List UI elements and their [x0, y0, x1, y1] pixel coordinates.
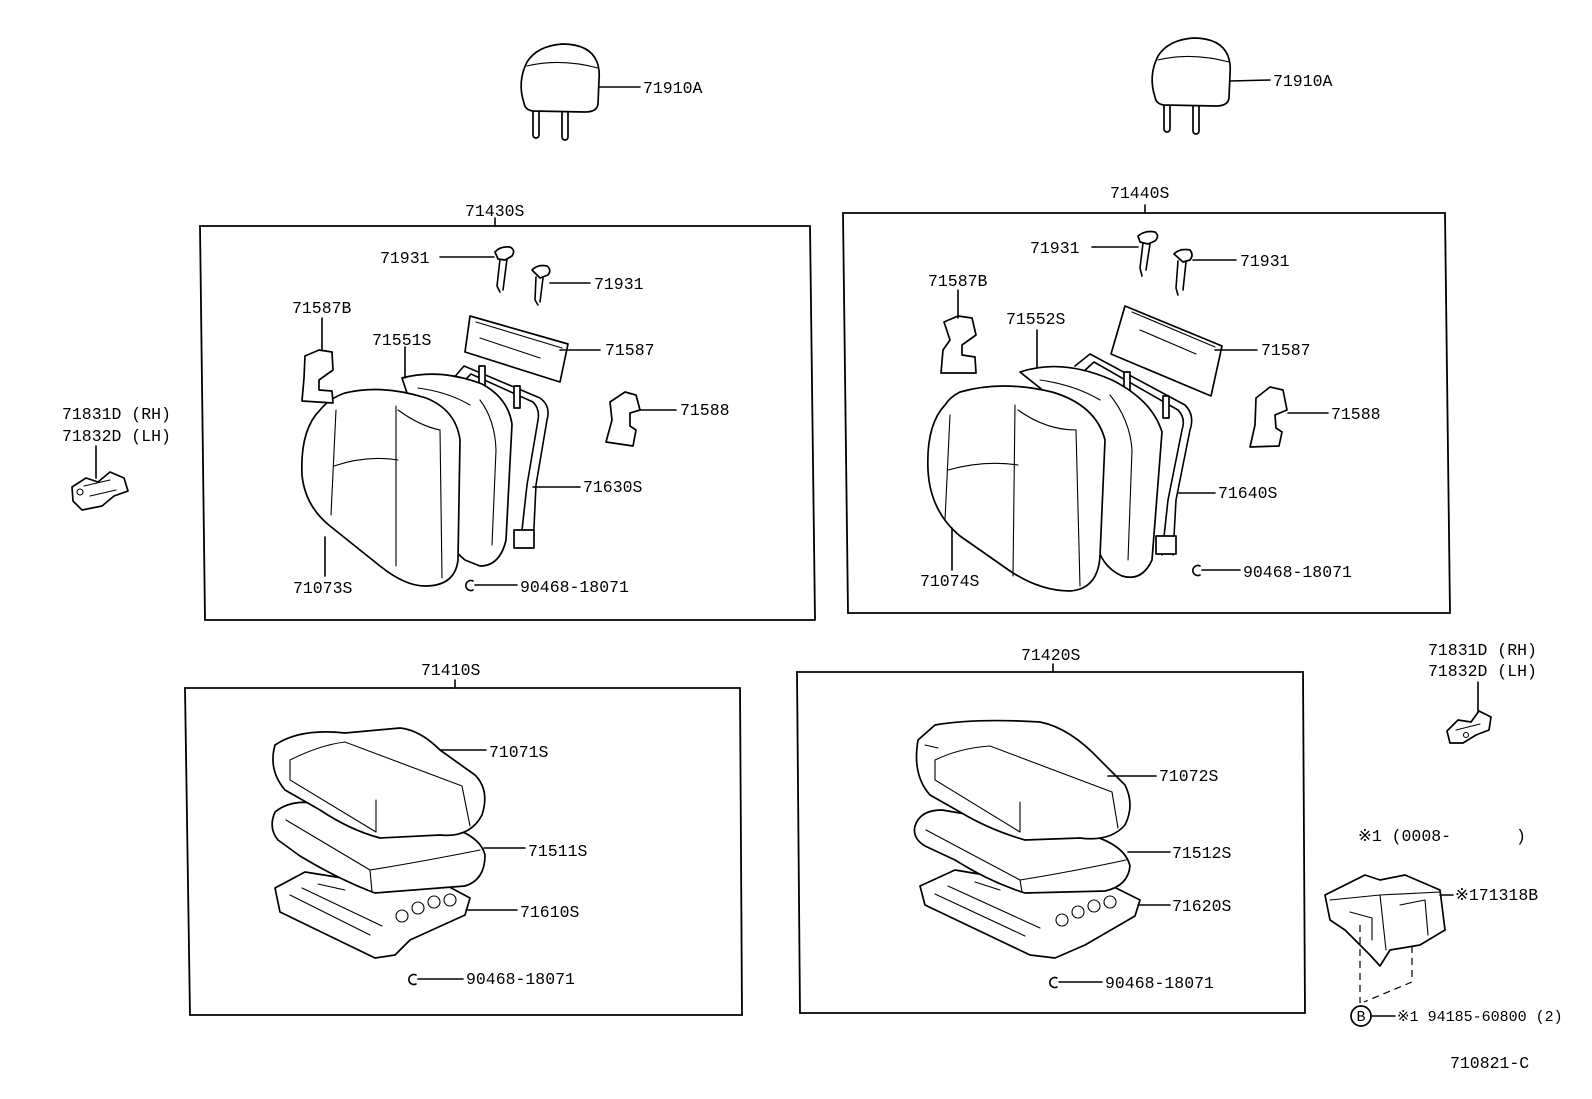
- headrest-guide-pin-right-upper: [1091, 230, 1159, 277]
- seatback-side-cover-left: [301, 317, 334, 404]
- headrest-right: [1151, 37, 1271, 135]
- bracket-part: [1324, 874, 1454, 1003]
- assembly-box-cushion-left: [184, 687, 743, 1016]
- hinge-cover-right: [1446, 681, 1492, 744]
- note-date-range-close: ): [1516, 827, 1526, 846]
- note-date-range: ※1 (0008-: [1358, 827, 1451, 846]
- hinge-cover-left: [71, 445, 129, 511]
- part-label-frame-right: 71640S: [1218, 484, 1278, 503]
- seatback-side-trim-right: [1249, 386, 1329, 448]
- seatback-left-parts: [300, 246, 677, 592]
- part-label-pin-upper-right: 71931: [1030, 239, 1080, 258]
- seatback-side-cover-right: [940, 289, 977, 374]
- part-label-cushion-frame-left: 71610S: [520, 903, 580, 922]
- seatback-right-parts: [926, 230, 1329, 592]
- hog-ring-cushion-right: [1049, 976, 1103, 989]
- assembly-box-seatback-right: [842, 212, 1451, 614]
- part-label-hog-ring-seatback-right: 90468-18071: [1243, 563, 1352, 582]
- hog-ring-seatback-right: [1192, 564, 1241, 577]
- part-label-headrest-left: 71910A: [643, 79, 703, 98]
- part-label-hinge-cover-right-rh: 71831D (RH): [1428, 641, 1537, 660]
- part-label-pin-lower-left: 71931: [594, 275, 644, 294]
- seatback-side-trim-left: [605, 391, 677, 447]
- hog-ring-cushion-left: [408, 973, 464, 986]
- part-label-cushion-cover-right: 71072S: [1159, 767, 1219, 786]
- part-label-board-left: 71587: [605, 341, 655, 360]
- part-label-cushion-cover-left: 71071S: [489, 743, 549, 762]
- headrest-guide-pin-left-upper: [439, 246, 515, 293]
- screw-reference: B: [1350, 1005, 1396, 1027]
- assembly-label-seatback-right: 71440S: [1110, 184, 1170, 203]
- part-label-board-right: 71587: [1261, 341, 1311, 360]
- headrest-guide-pin-right-lower: [1173, 248, 1237, 296]
- headrest-left: [520, 43, 641, 141]
- part-label-hog-ring-cushion-left: 90468-18071: [466, 970, 575, 989]
- part-label-side-cover-right: 71587B: [928, 272, 988, 291]
- part-label-hinge-cover-right-lh: 71832D (LH): [1428, 662, 1537, 681]
- part-label-pin-upper-left: 71931: [380, 249, 430, 268]
- cushion-cover-left: [272, 727, 487, 839]
- seatback-board-right: [1110, 305, 1258, 397]
- assembly-label-cushion-right: 71420S: [1021, 646, 1081, 665]
- part-label-headrest-right: 71910A: [1273, 72, 1333, 91]
- seatback-board-left: [464, 315, 601, 383]
- assembly-label-cushion-left: 71410S: [421, 661, 481, 680]
- part-label-frame-left: 71630S: [583, 478, 643, 497]
- part-label-hinge-cover-left-rh: 71831D (RH): [62, 405, 171, 424]
- seatback-cover-left: [300, 388, 461, 587]
- leader-line: [1229, 79, 1271, 82]
- part-label-cushion-frame-right: 71620S: [1172, 897, 1232, 916]
- headrest-guide-pin-left-lower: [531, 264, 591, 306]
- part-label-pad-right: 71552S: [1006, 310, 1066, 329]
- assembly-box-cushion-right: [796, 671, 1306, 1014]
- part-label-pad-left: 71551S: [372, 331, 432, 350]
- part-label-pin-lower-right: 71931: [1240, 252, 1290, 271]
- part-label-hinge-cover-left-lh: 71832D (LH): [62, 427, 171, 446]
- assembly-label-seatback-left: 71430S: [465, 202, 525, 221]
- part-label-cover-left: 71073S: [293, 579, 353, 598]
- diagram-code: 710821-C: [1450, 1054, 1529, 1073]
- part-label-cushion-pad-right: 71512S: [1172, 844, 1232, 863]
- cushion-left-parts: [271, 727, 526, 986]
- part-label-side-cover-left: 71587B: [292, 299, 352, 318]
- part-label-side-trim-left: 71588: [680, 401, 730, 420]
- part-label-bracket: ※171318B: [1455, 886, 1538, 905]
- cushion-cover-right: [915, 719, 1157, 841]
- part-label-hog-ring-seatback-left: 90468-18071: [520, 578, 629, 597]
- part-label-cushion-pad-left: 71511S: [528, 842, 588, 861]
- screw-reference-letter: B: [1356, 1009, 1365, 1026]
- part-label-hog-ring-cushion-right: 90468-18071: [1105, 974, 1214, 993]
- part-label-cover-right: 71074S: [920, 572, 980, 591]
- cushion-right-parts: [913, 719, 1171, 989]
- cushion-pad-right: [913, 809, 1171, 894]
- part-label-screw: ※1 94185-60800 (2): [1397, 1009, 1563, 1026]
- part-label-side-trim-right: 71588: [1331, 405, 1381, 424]
- assembly-box-seatback-left: [199, 225, 816, 621]
- seatback-cover-right: [926, 385, 1106, 592]
- hog-ring-seatback-left: [465, 579, 518, 592]
